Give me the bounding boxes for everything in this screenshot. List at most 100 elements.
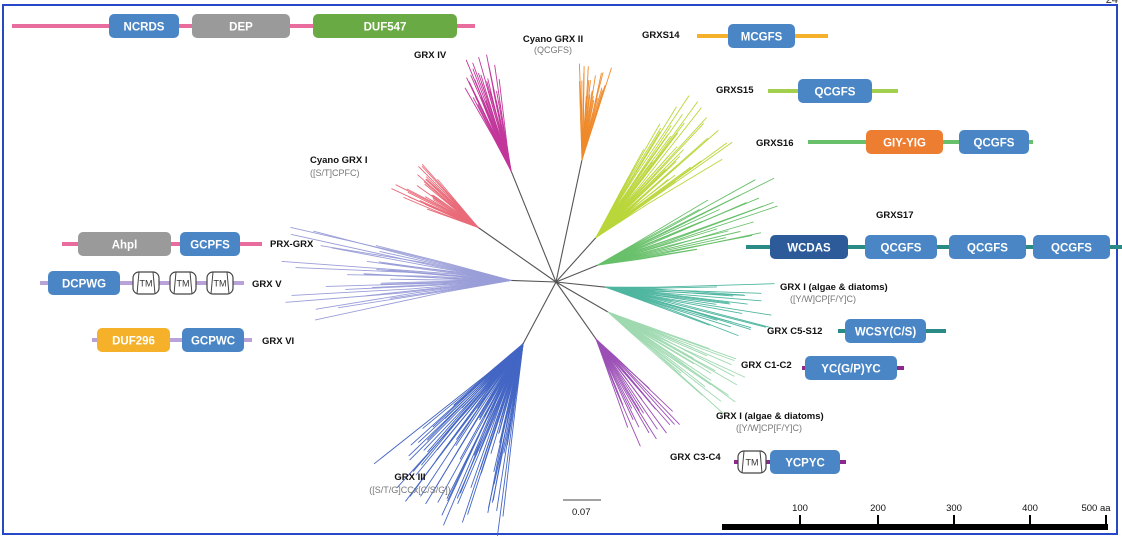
clade-grx-iii-leaf xyxy=(432,384,479,428)
clade-grx-iii-leaf xyxy=(427,379,491,453)
label-grx-iii: GRX III xyxy=(394,472,425,483)
clade-grx-iii-leaf xyxy=(447,388,501,502)
clade-grx-v-vi-leaf xyxy=(338,290,446,309)
clade-cyano-grx-i-leaf xyxy=(433,199,465,219)
label-grxs15: GRXS15 xyxy=(716,85,754,96)
clade-cyano-grx-ii-stem xyxy=(555,159,583,283)
clade-grx-v-vi-leaf xyxy=(291,288,412,296)
clade-cyano-grx-i-leaf xyxy=(419,200,454,216)
domain-label: DEP xyxy=(229,22,253,34)
clade-grx-iii-leaf xyxy=(502,404,517,517)
clade-grx-i-algae-leaf xyxy=(658,331,737,360)
domain-label: GCPFS xyxy=(190,240,230,252)
phylogenetic-tree xyxy=(281,54,778,537)
clade-grx-iii-leaf xyxy=(444,377,488,419)
clade-cyano-grx-ii-leaf xyxy=(586,97,598,144)
clade-grxs15-leaf xyxy=(628,123,661,179)
clade-grx-iv-leaf xyxy=(495,100,507,147)
clade-grx-c1-c4-leaf xyxy=(619,365,651,403)
clade-grxs15-leaf xyxy=(628,160,702,214)
clade-grx-iii-leaf xyxy=(477,364,511,418)
domain-label: QCGFS xyxy=(1051,243,1092,255)
clade-grx-iii-leaf xyxy=(499,372,516,444)
clade-grxs15-leaf xyxy=(640,149,684,193)
clade-cyano-grx-i-leaf xyxy=(418,166,452,200)
clade-grx-c1-c4-leaf xyxy=(614,361,671,425)
axis-tick-label: 200 xyxy=(870,503,886,514)
clade-grx-iii-leaf xyxy=(421,406,470,466)
clade-grx-v-vi-leaf xyxy=(347,274,430,277)
clade-grx-c5-s12-branch xyxy=(605,286,646,302)
grx-c1-c2-architecture: YC(G/P)YC xyxy=(802,356,904,380)
clade-grx-i-algae-leaf xyxy=(662,352,712,385)
transmembrane-domain: TM xyxy=(169,271,197,295)
domain-label: NCRDS xyxy=(124,22,165,34)
clade-grx-c5-s12-leaf xyxy=(639,292,717,305)
clade-grx-c1-c4-leaf xyxy=(605,364,629,428)
clade-grxs15-leaf xyxy=(625,166,691,216)
domain-label: Ahpl xyxy=(112,240,138,252)
clade-grx-c1-c4-leaf xyxy=(619,361,650,389)
clade-grx-iv-leaf xyxy=(464,87,493,137)
tm-label: TM xyxy=(140,279,153,289)
clade-grx-iii-leaf xyxy=(422,388,471,429)
clade-cyano-grx-i-stem xyxy=(477,226,557,283)
domain-label: DCPWG xyxy=(62,279,106,291)
clade-grx-c1-c4-leaf xyxy=(617,373,640,411)
clade-grx-iii-leaf xyxy=(479,377,512,470)
domain-label: QCGFS xyxy=(974,138,1015,150)
axis-tick-label: 400 xyxy=(1022,503,1038,514)
clade-grxs15-leaf xyxy=(641,101,698,178)
clade-grx-iv-branch xyxy=(506,145,512,172)
clade-grx-i-algae-leaf xyxy=(647,336,694,365)
domain-label: YCPYC xyxy=(785,458,825,470)
clade-cyano-grx-ii-leaf xyxy=(579,81,582,121)
clade-grx-iii-leaf xyxy=(457,417,495,504)
domain-duf296 xyxy=(97,328,170,352)
clade-cyano-grx-ii-leaf xyxy=(583,79,590,140)
domain-label: QCGFS xyxy=(967,243,1008,255)
domain-ncrds xyxy=(109,14,179,38)
domain-label: WCSY(C/S) xyxy=(855,327,917,339)
clade-grx-v-vi-leaf xyxy=(366,284,463,297)
clade-grx-iii-stem xyxy=(522,281,557,345)
domain-ahpl xyxy=(78,232,171,256)
grxs17-architecture: WCDAS QCGFS QCGFS QCGFS xyxy=(746,235,1122,259)
clade-grx-c5-s12-leaf xyxy=(659,286,718,289)
clade-grx-c5-s12-leaf xyxy=(645,292,730,304)
clade-grx-iv-leaf xyxy=(468,81,496,136)
clade-cyano-grx-ii-leaf xyxy=(582,66,585,133)
clade-grx-iii-leaf xyxy=(487,435,503,513)
clade-grxs16-17-leaf xyxy=(664,202,774,244)
label-grx-v: GRX V xyxy=(252,279,282,290)
clade-grxs15-leaf xyxy=(616,169,666,218)
clade-grx-v-vi-leaf xyxy=(314,291,444,321)
clade-grx-iii-leaf xyxy=(420,390,491,497)
clade-grxs15-leaf xyxy=(628,123,704,204)
domain-ycpyc xyxy=(770,450,840,474)
scale-bar-label: 0.07 xyxy=(572,507,591,518)
clade-grx-iv-leaf xyxy=(481,82,505,147)
clade-grx-iii-leaf xyxy=(456,424,490,499)
domain-gcpfs xyxy=(180,232,240,256)
label-grxs17: GRXS17 xyxy=(876,210,914,221)
axis-tick-label: 100 xyxy=(792,503,808,514)
clade-grxs15-leaf xyxy=(625,179,669,215)
tm-label: TM xyxy=(746,458,759,468)
clade-grx-iii-leaf xyxy=(470,373,499,409)
clade-grx-i-algae-leaf xyxy=(658,350,706,387)
clade-grx-iii-leaf xyxy=(499,376,514,424)
clade-grx-iii-leaf xyxy=(373,375,486,465)
clade-grx-iv-stem xyxy=(510,170,557,283)
clade-grxs15-leaf xyxy=(622,122,685,204)
clade-grx-i-algae-leaf xyxy=(643,327,694,349)
clade-grx-iii-leaf xyxy=(460,423,489,494)
label-prx-grx: PRX-GRX xyxy=(270,239,314,250)
clade-grxs15-leaf xyxy=(616,161,653,211)
clade-cyano-grx-i-leaf xyxy=(407,191,454,216)
clade-grx-iv-leaf xyxy=(475,96,496,138)
page-number: 24 xyxy=(1105,0,1118,6)
clade-grx-v-vi-leaf xyxy=(390,288,453,299)
clade-grx-i-algae-leaf xyxy=(637,322,710,350)
domain-label: YC(G/P)YC xyxy=(821,364,880,376)
